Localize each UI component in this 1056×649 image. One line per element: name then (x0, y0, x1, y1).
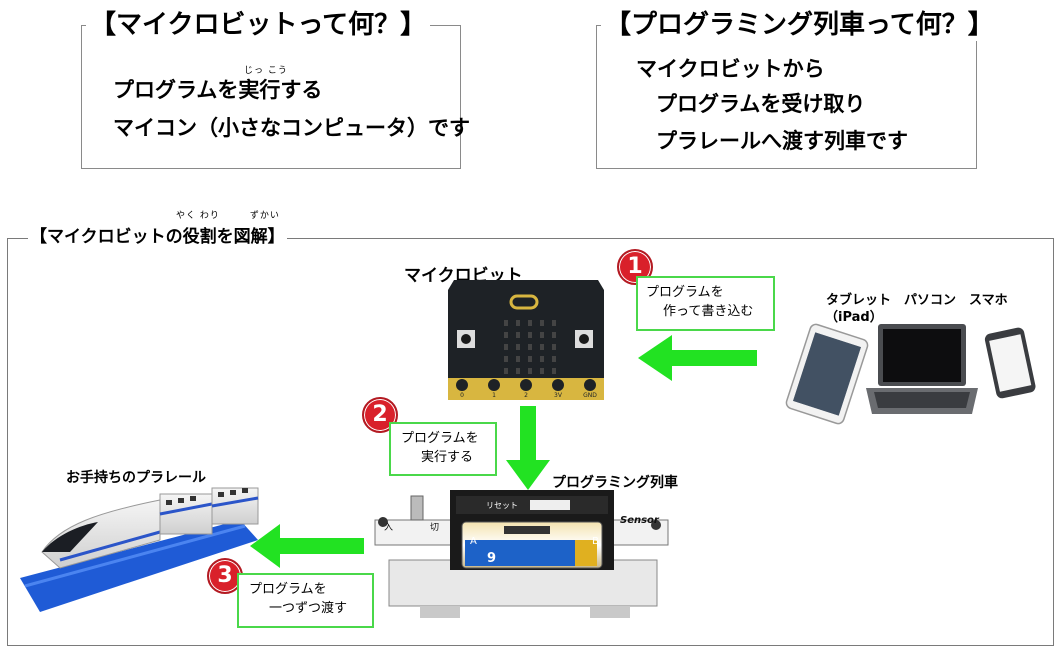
laptop-icon (866, 324, 978, 414)
plarail-train (20, 487, 259, 612)
programming-train-label: プログラミング列車 (552, 475, 678, 491)
switch-on-label: 入 (384, 522, 393, 533)
step2-line2: 実行する (421, 450, 474, 465)
info-box-train-line1: マイクロビットから (636, 57, 825, 81)
battery-a-label: A (470, 536, 477, 547)
battery-b-label: B (592, 536, 599, 547)
switch-off-label: 切 (430, 522, 439, 533)
train-label: お手持ちのプラレール (66, 470, 206, 486)
smartphone-icon (984, 327, 1036, 399)
step3-box: プログラムを 一つずつ渡す (237, 573, 374, 628)
step3-line1: プログラムを (249, 582, 327, 597)
microbit-pin-1: 1 (492, 392, 496, 399)
reset-label: リセット (486, 501, 518, 510)
ruby-yakuwari: やく わり ずかい (176, 211, 280, 221)
ruby-jikkou: じっ こう (244, 66, 288, 76)
info-box-train-line2: プログラムを受け取り (656, 92, 866, 116)
info-box-train-title: 【プログラミング列車って何？】 (601, 9, 998, 41)
sensor-label: Sensor (620, 515, 660, 526)
microbit-board: 0 1 2 3V GND (448, 280, 604, 400)
info-box-train (596, 25, 977, 169)
tablet-icon (785, 323, 869, 425)
info-box-microbit-title: 【マイクロビットって何？】 (86, 9, 431, 41)
microbit-pin-0: 0 (460, 392, 464, 399)
step1-box: プログラムを 作って書き込む (636, 276, 775, 331)
arrow-train-to-plarail (250, 524, 364, 568)
arrow-devices-to-microbit (638, 335, 757, 381)
step1-line2: 作って書き込む (663, 304, 754, 319)
diagram-frame (7, 238, 1054, 646)
info-box-microbit-line2: マイコン（小さなコンピュータ）です (113, 116, 470, 140)
step2-number-badge: 2 (362, 397, 398, 433)
battery-brand-label: 9 (487, 551, 496, 566)
step3-line2: 一つずつ渡す (269, 601, 348, 616)
arrow-microbit-to-train (506, 406, 550, 490)
step1-line1: プログラムを (646, 285, 724, 300)
step2-line1: プログラムを (401, 431, 479, 446)
info-box-microbit-line1: プログラムを実行する (113, 78, 323, 102)
ipad-label: （iPad） (825, 310, 883, 325)
microbit-pin-3v: 3V (554, 392, 563, 399)
microbit-pin-gnd: GND (583, 392, 597, 399)
microbit-pin-2: 2 (524, 392, 528, 399)
step2-box: プログラムを 実行する (389, 422, 497, 476)
devices-label: タブレット パソコン スマホ (826, 293, 1008, 308)
info-box-train-line3: プラレールへ渡す列車です (656, 129, 908, 153)
programming-train-board: 入 切 Sensor A B リセット 9 (374, 490, 669, 618)
info-box-microbit (81, 25, 461, 169)
diagram-title: 【マイクロビットの役割を図解】 (28, 226, 287, 248)
